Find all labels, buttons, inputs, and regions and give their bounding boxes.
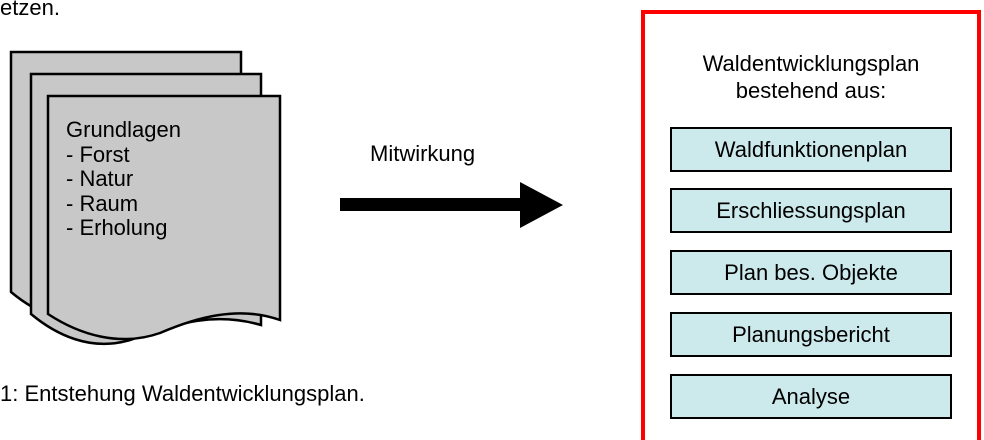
plan-panel: Waldentwicklungsplan bestehend aus: Wald…	[641, 10, 981, 440]
flow-label: Mitwirkung	[370, 141, 476, 166]
plan-item-planungsbericht: Planungsbericht	[670, 312, 952, 357]
document-item-natur: - Natur	[66, 166, 134, 191]
arrow-right-icon	[340, 182, 563, 228]
plan-item-waldfunktionenplan: Waldfunktionenplan	[670, 127, 952, 172]
plan-heading-line2: bestehend aus:	[735, 78, 887, 103]
plan-item-plan-bes-objekte: Plan bes. Objekte	[670, 250, 952, 295]
figure-caption: 1: Entstehung Waldentwicklungsplan.	[0, 381, 365, 406]
document-stack-icon	[9, 50, 282, 345]
document-item-erholung: - Erholung	[66, 215, 168, 240]
plan-item-analyse: Analyse	[670, 374, 952, 419]
document-front	[46, 94, 282, 341]
document-text: Grundlagen - Forst - Natur - Raum - Erho…	[66, 117, 181, 241]
plan-heading: Waldentwicklungsplan bestehend aus:	[645, 50, 977, 104]
document-item-forst: - Forst	[66, 141, 130, 167]
plan-item-erschliessungsplan: Erschliessungsplan	[670, 188, 952, 233]
document-item-raum: - Raum	[66, 190, 139, 216]
plan-heading-line1: Waldentwicklungsplan	[702, 51, 920, 76]
document-title: Grundlagen	[66, 117, 181, 142]
cropped-text-fragment: etzen.	[0, 0, 60, 20]
